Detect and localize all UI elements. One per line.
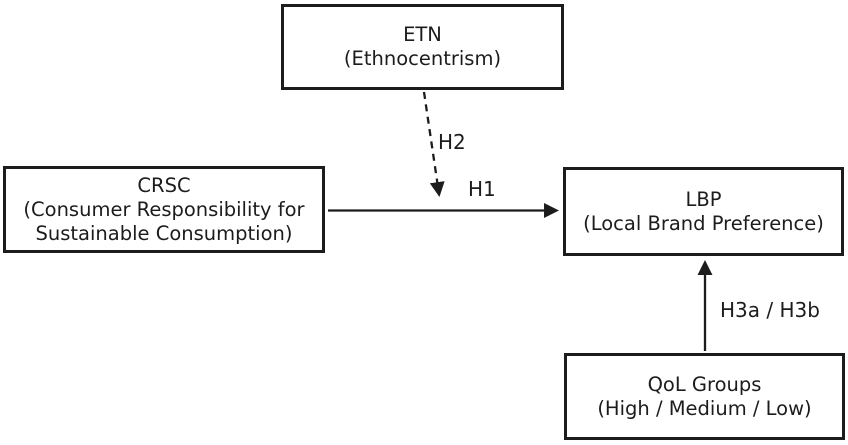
h2-dashed-arrow-etn-to-path — [422, 91, 445, 197]
crsc-full-name: (Consumer Responsibility for Sustainable… — [23, 197, 305, 245]
etn-acronym: ETN — [403, 23, 442, 46]
lbp-full-name: (Local Brand Preference) — [583, 211, 824, 235]
lbp-acronym: LBP — [685, 187, 722, 211]
etn-full-name: (Ethnocentrism) — [343, 47, 502, 70]
qol-full-name: (High / Medium / Low) — [597, 396, 812, 420]
h2-hypothesis-label: H2 — [438, 130, 466, 154]
etn-construct-box: ETN (Ethnocentrism) — [281, 4, 564, 90]
h3-hypothesis-label: H3a / H3b — [720, 298, 820, 322]
crsc-construct-box: CRSC (Consumer Responsibility for Sustai… — [3, 166, 325, 253]
lbp-construct-box: LBP (Local Brand Preference) — [563, 167, 844, 256]
qol-acronym: QoL Groups — [647, 372, 762, 396]
h1-hypothesis-label: H1 — [468, 177, 496, 201]
qol-groups-construct-box: QoL Groups (High / Medium / Low) — [564, 353, 845, 440]
crsc-acronym: CRSC — [137, 173, 191, 197]
